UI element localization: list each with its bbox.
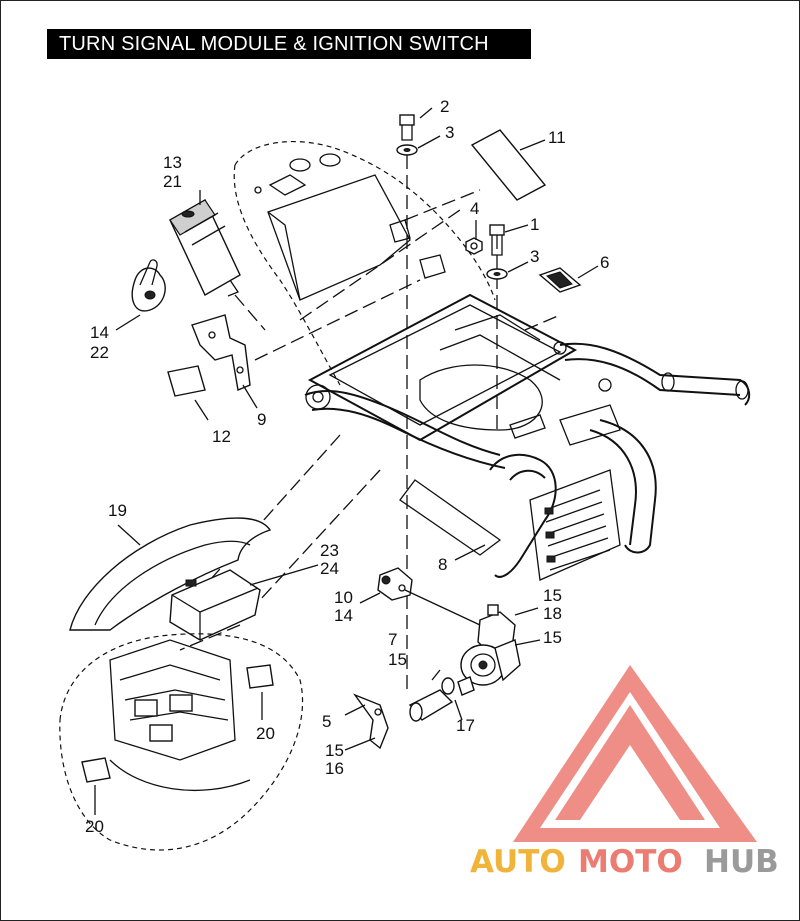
screw-2 xyxy=(399,114,415,141)
callout-12: 12 xyxy=(212,427,231,446)
callout-15: 15 xyxy=(543,586,562,605)
callout-6: 6 xyxy=(600,253,609,272)
callout-8: 8 xyxy=(438,555,447,574)
automotohub-logo xyxy=(513,665,757,842)
callout-20: 20 xyxy=(85,817,104,836)
callout-17: 17 xyxy=(456,716,475,735)
electrical-caddy-cover xyxy=(69,517,272,631)
nut-4 xyxy=(465,237,483,255)
callout-labels: 2 3 11 13 21 4 1 3 6 14 22 12 9 19 23 24… xyxy=(85,97,609,836)
callout-15: 15 xyxy=(543,628,562,647)
callout-24: 24 xyxy=(320,559,339,578)
callout-10: 10 xyxy=(334,588,353,607)
callout-4: 4 xyxy=(470,199,479,218)
page-title: TURN SIGNAL MODULE & IGNITION SWITCH xyxy=(47,29,531,59)
callout-15: 15 xyxy=(388,650,407,669)
callout-16: 16 xyxy=(325,759,344,778)
grommet-6 xyxy=(538,267,582,293)
callout-14: 14 xyxy=(334,606,353,625)
callout-23: 23 xyxy=(320,541,339,560)
tie-strap xyxy=(131,259,166,312)
callout-21: 21 xyxy=(163,172,182,191)
callout-11: 11 xyxy=(548,128,566,147)
washer-3b xyxy=(486,268,508,280)
turn-signal-module xyxy=(169,199,241,297)
assembly-lines xyxy=(179,155,561,690)
ignition-switch-15 xyxy=(460,639,521,686)
wordmark-auto: AUTO xyxy=(470,844,566,880)
callout-15: 15 xyxy=(325,741,344,760)
ignition-mount-10 xyxy=(377,567,413,601)
callout-22: 22 xyxy=(90,343,109,362)
screw-1 xyxy=(489,224,505,256)
callout-7: 7 xyxy=(388,630,397,649)
callout-5: 5 xyxy=(322,712,331,731)
callout-3: 3 xyxy=(530,247,539,266)
wordmark-hub: HUB xyxy=(704,844,779,880)
washer-3a xyxy=(396,144,418,156)
label-11 xyxy=(470,129,547,201)
callout-2: 2 xyxy=(440,97,449,116)
key-clip-5 xyxy=(353,693,389,750)
electrical-caddy xyxy=(59,633,304,851)
callout-18: 18 xyxy=(543,604,562,623)
callout-19: 19 xyxy=(108,501,127,520)
rear-fender-frame xyxy=(233,141,751,581)
leader-lines xyxy=(94,107,599,815)
callout-20: 20 xyxy=(256,724,275,743)
tape-20b xyxy=(81,757,111,783)
module-23-24 xyxy=(169,569,261,641)
wordmark-moto: MOTO xyxy=(578,844,683,880)
tape-20a xyxy=(246,664,274,689)
callout-13: 13 xyxy=(163,153,182,172)
foam-pad xyxy=(167,365,206,397)
wire-harness xyxy=(404,589,481,626)
callout-1: 1 xyxy=(530,215,539,234)
switch-cylinder-7 xyxy=(408,676,475,722)
callout-9: 9 xyxy=(257,410,266,429)
callout-14: 14 xyxy=(90,323,109,342)
callout-3: 3 xyxy=(445,123,454,142)
automotohub-wordmark: AUTO MOTO HUB xyxy=(470,844,779,880)
